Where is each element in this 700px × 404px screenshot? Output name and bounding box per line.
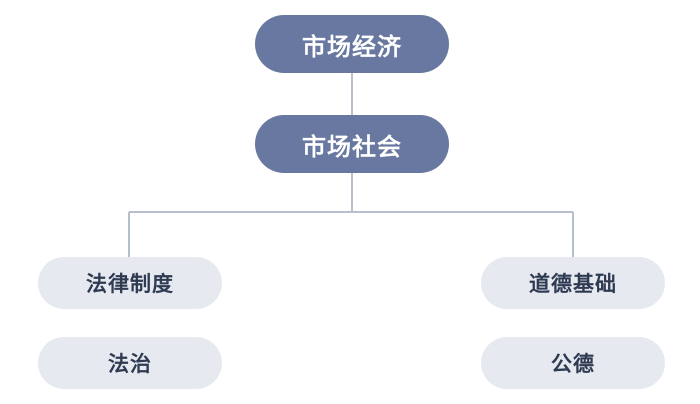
node-legal-system-label: 法律制度	[86, 272, 174, 296]
node-legal-system: 法律制度	[38, 257, 222, 309]
node-market-economy-label: 市场经济	[302, 32, 402, 61]
node-market-society: 市场社会	[255, 115, 449, 173]
node-moral-foundation-label: 道德基础	[529, 272, 617, 296]
node-rule-of-law: 法治	[38, 337, 222, 389]
node-public-morality: 公德	[481, 337, 665, 389]
node-public-morality-label: 公德	[551, 352, 595, 376]
node-market-economy: 市场经济	[255, 15, 449, 73]
node-moral-foundation: 道德基础	[481, 257, 665, 309]
node-rule-of-law-label: 法治	[108, 352, 152, 376]
node-market-society-label: 市场社会	[302, 132, 402, 161]
